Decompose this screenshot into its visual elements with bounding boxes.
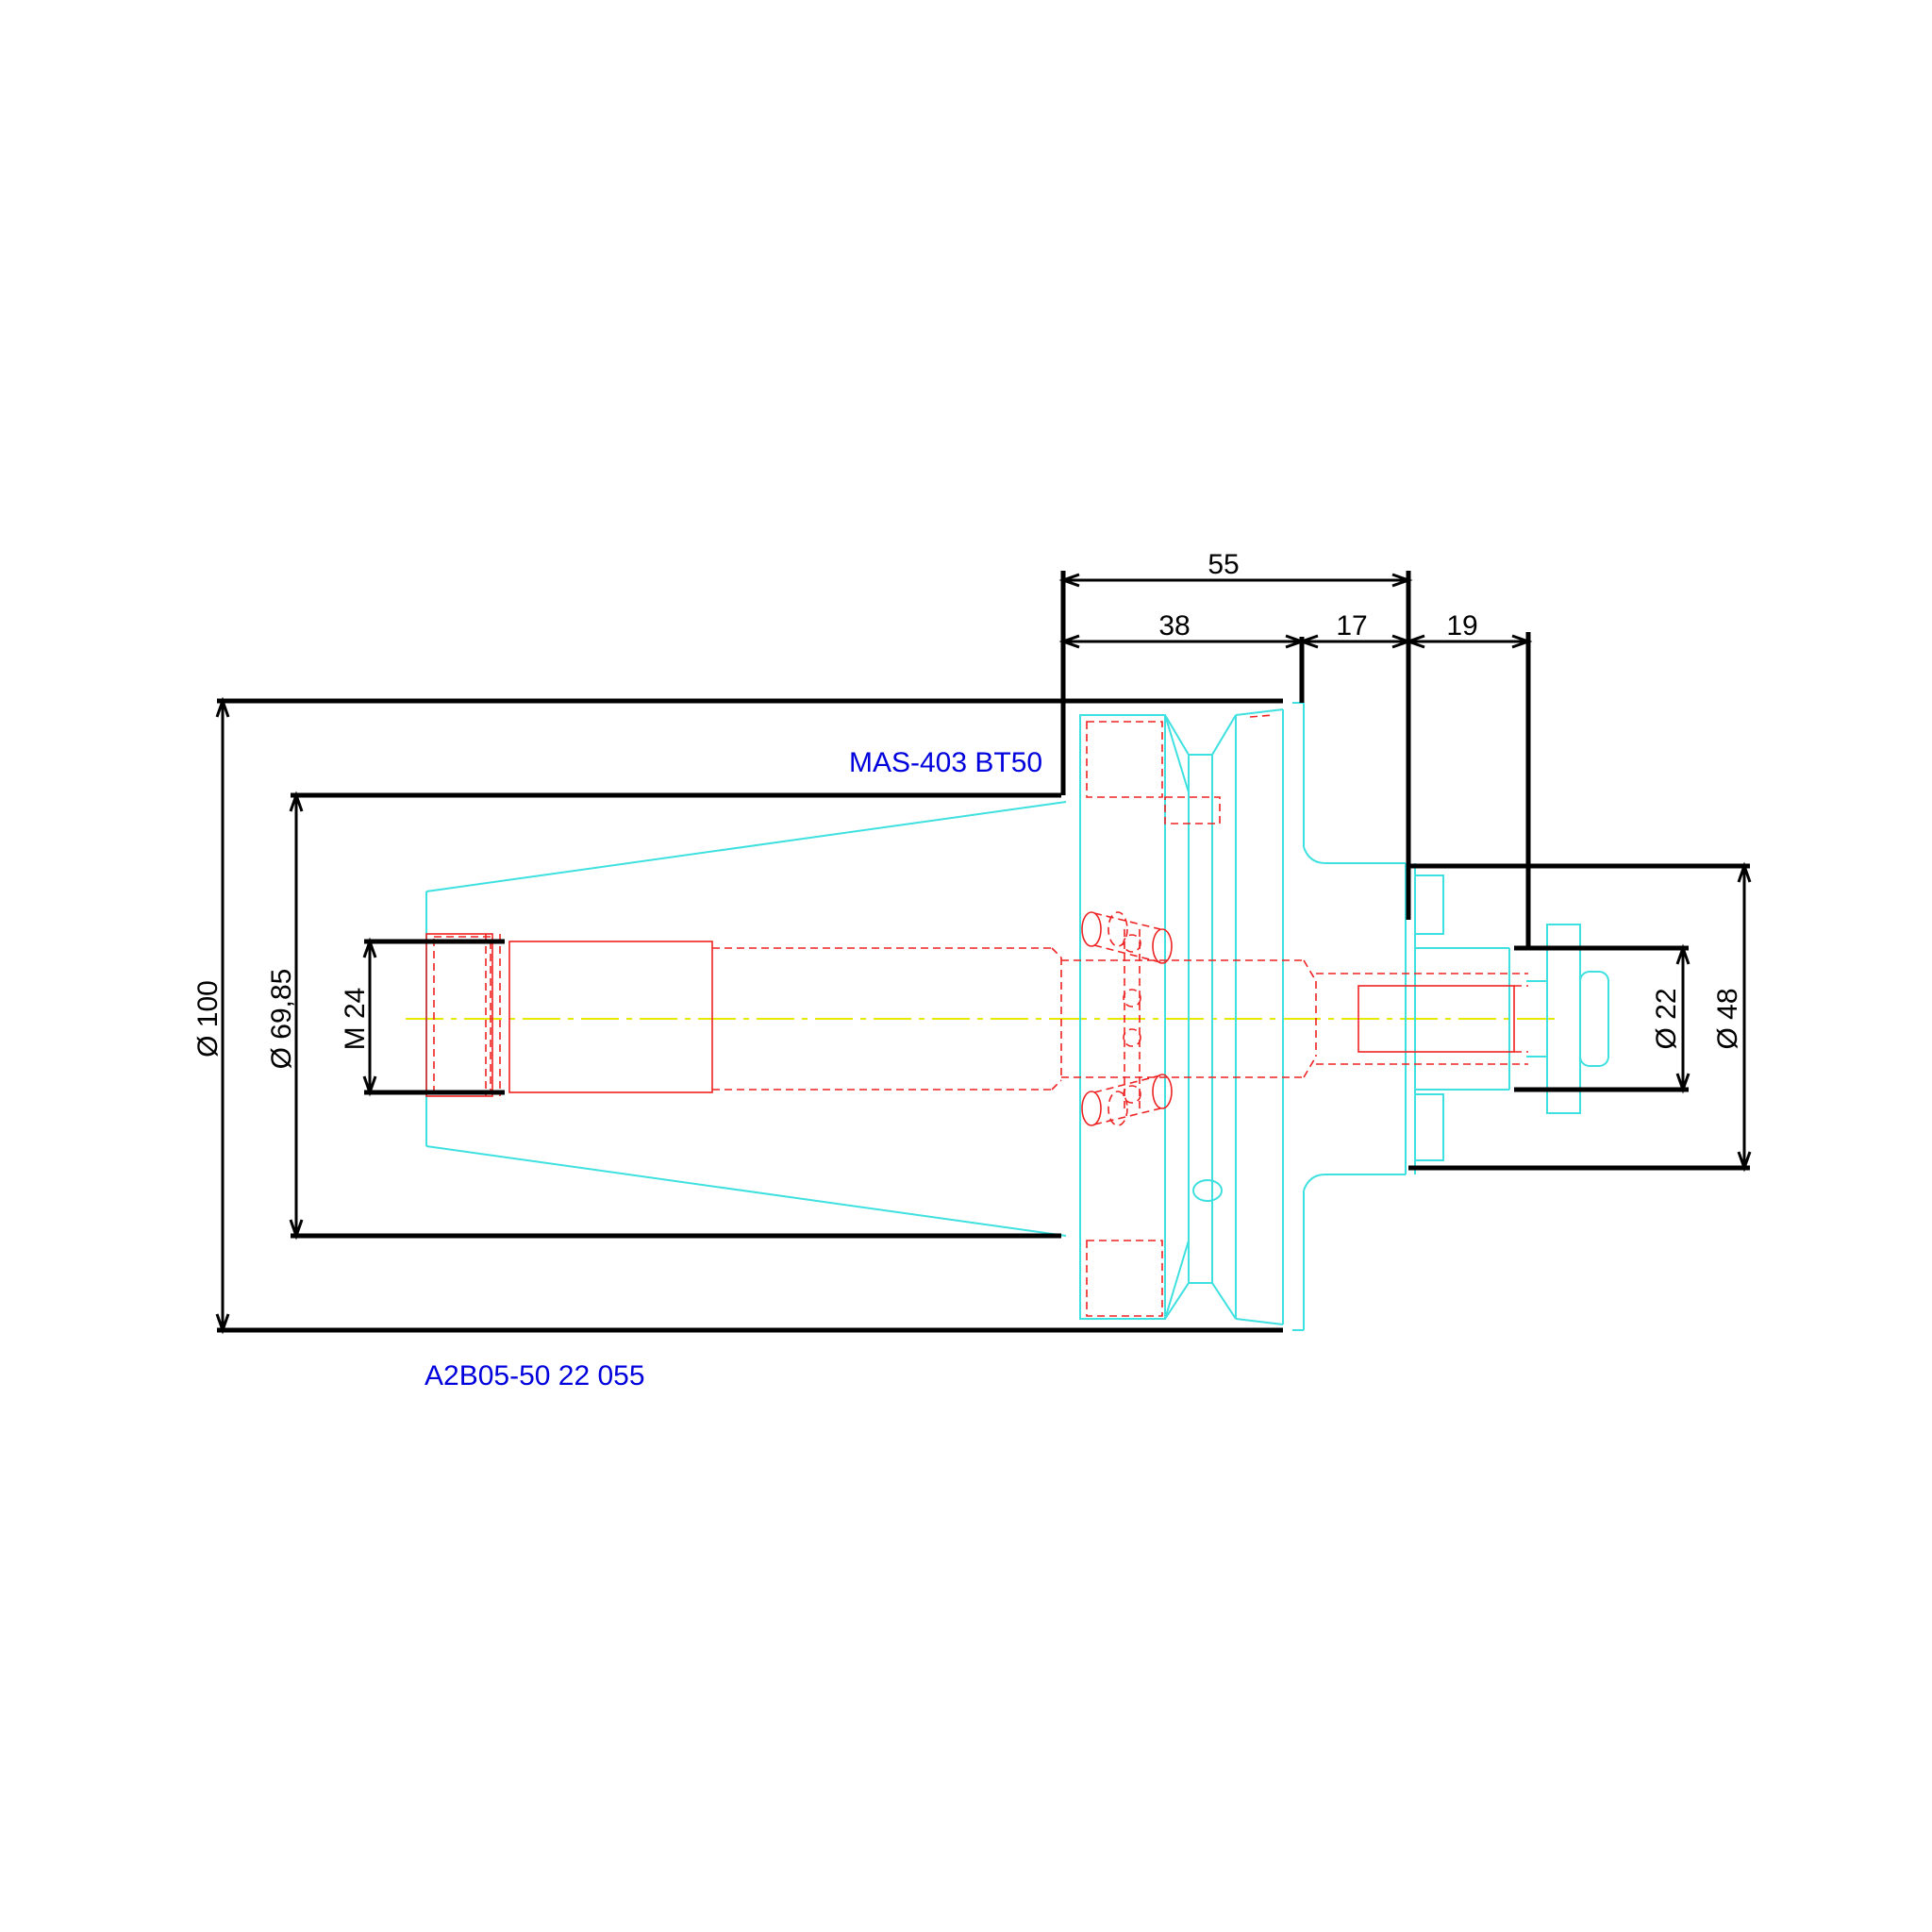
taper-standard-label: MAS-403 BT50 <box>849 747 1042 778</box>
dim-len-19: 19 <box>1446 610 1477 641</box>
dim-dia-22: Ø 22 <box>1651 988 1682 1049</box>
dim-len-17: 17 <box>1336 610 1367 641</box>
dimension-lines <box>215 571 1752 1335</box>
hidden-lines <box>425 714 1528 1317</box>
dim-dia-69-85: Ø 69,85 <box>266 969 297 1070</box>
tool-holder-outline <box>425 702 1609 1331</box>
dim-len-38: 38 <box>1158 610 1190 641</box>
dim-dia-100: Ø 100 <box>192 980 224 1058</box>
part-number-label: A2B05-50 22 055 <box>425 1360 645 1391</box>
dim-thread-m24: M 24 <box>340 988 371 1051</box>
dim-dia-48: Ø 48 <box>1712 988 1743 1049</box>
dim-len-55: 55 <box>1208 549 1239 580</box>
